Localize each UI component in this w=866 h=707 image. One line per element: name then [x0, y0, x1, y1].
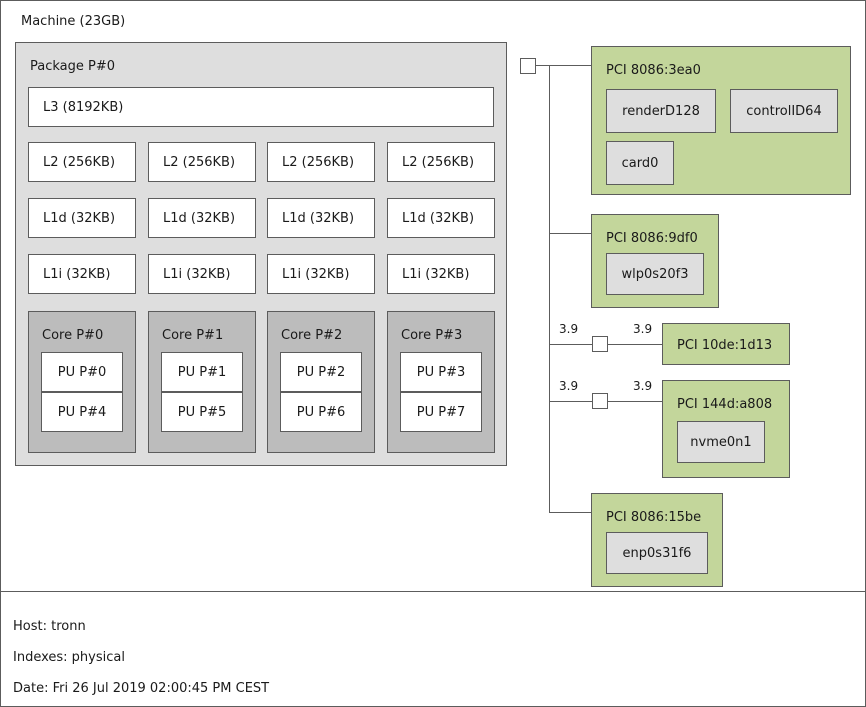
- pu-label-0-1: PU P#4: [57, 404, 107, 420]
- pu-label-0-0: PU P#0: [57, 364, 107, 380]
- core-label-0: Core P#0: [42, 328, 104, 343]
- footer-indexes: Indexes: physical: [13, 650, 125, 665]
- cache-l3-label: L3 (8192KB): [43, 99, 124, 115]
- pu-box-1-0[interactable]: PU P#1: [161, 352, 243, 392]
- cache-l2-label-3: L2 (256KB): [402, 154, 475, 170]
- pu-label-1-0: PU P#1: [177, 364, 227, 380]
- pci-branch-line-2b: [608, 344, 662, 345]
- cache-l2-box-2[interactable]: L2 (256KB): [267, 142, 375, 182]
- core-label-1: Core P#1: [162, 328, 224, 343]
- cache-l1i-box-1[interactable]: L1i (32KB): [148, 254, 256, 294]
- cache-l1d-label-3: L1d (32KB): [402, 210, 475, 226]
- pu-box-3-1[interactable]: PU P#7: [400, 392, 482, 432]
- core-label-3: Core P#3: [401, 328, 463, 343]
- pci-branch-line-3b: [608, 401, 662, 402]
- pci-link-bandwidth-right-3: 3.9: [633, 379, 653, 393]
- cache-l1d-box-1[interactable]: L1d (32KB): [148, 198, 256, 238]
- cache-l1i-box-3[interactable]: L1i (32KB): [387, 254, 495, 294]
- footer-divider: [1, 591, 865, 592]
- pci-branch-line-1: [549, 233, 591, 234]
- osdev-box-4-0[interactable]: enp0s31f6: [606, 532, 708, 574]
- cache-l2-box-1[interactable]: L2 (256KB): [148, 142, 256, 182]
- pu-label-3-0: PU P#3: [416, 364, 466, 380]
- cache-l1d-label-0: L1d (32KB): [43, 210, 116, 226]
- osdev-box-0-0[interactable]: renderD128: [606, 89, 716, 133]
- footer-date: Date: Fri 26 Jul 2019 02:00:45 PM CEST: [13, 681, 270, 696]
- pci-branch-line-4: [549, 512, 591, 513]
- cache-l2-label-0: L2 (256KB): [43, 154, 116, 170]
- pci-root-stub-line: [536, 65, 550, 66]
- cache-l1d-box-0[interactable]: L1d (32KB): [28, 198, 136, 238]
- cache-l1i-box-2[interactable]: L1i (32KB): [267, 254, 375, 294]
- osdev-box-0-2[interactable]: card0: [606, 141, 674, 185]
- osdev-label-0-0: renderD128: [622, 103, 700, 119]
- cache-l1i-label-0: L1i (32KB): [43, 266, 111, 282]
- cache-l2-label-2: L2 (256KB): [282, 154, 355, 170]
- pu-box-0-1[interactable]: PU P#4: [41, 392, 123, 432]
- pu-label-1-1: PU P#5: [177, 404, 227, 420]
- pci-device-label-0: PCI 8086:3ea0: [606, 63, 701, 78]
- pu-label-3-1: PU P#7: [416, 404, 466, 420]
- pci-device-label-1: PCI 8086:9df0: [606, 231, 698, 246]
- pu-box-0-0[interactable]: PU P#0: [41, 352, 123, 392]
- pu-label-2-0: PU P#2: [296, 364, 346, 380]
- cache-l1d-box-3[interactable]: L1d (32KB): [387, 198, 495, 238]
- osdev-label-4-0: enp0s31f6: [622, 545, 692, 561]
- pu-box-3-0[interactable]: PU P#3: [400, 352, 482, 392]
- core-label-2: Core P#2: [281, 328, 343, 343]
- pci-device-label-4: PCI 8086:15be: [606, 510, 702, 525]
- pu-box-2-1[interactable]: PU P#6: [280, 392, 362, 432]
- pu-box-1-1[interactable]: PU P#5: [161, 392, 243, 432]
- cache-l1d-label-2: L1d (32KB): [282, 210, 355, 226]
- pci-link-bandwidth-right-2: 3.9: [633, 322, 653, 336]
- cache-l1i-label-2: L1i (32KB): [282, 266, 350, 282]
- osdev-box-0-1[interactable]: controlID64: [730, 89, 838, 133]
- osdev-label-1-0: wlp0s20f3: [621, 266, 689, 282]
- pu-label-2-1: PU P#6: [296, 404, 346, 420]
- osdev-box-3-0[interactable]: nvme0n1: [677, 421, 765, 463]
- cache-l1d-label-1: L1d (32KB): [163, 210, 236, 226]
- pci-link-bandwidth-left-3: 3.9: [559, 379, 579, 393]
- osdev-label-3-0: nvme0n1: [690, 434, 752, 450]
- cache-l1i-label-3: L1i (32KB): [402, 266, 470, 282]
- pci-device-label-3: PCI 144d:a808: [677, 397, 773, 412]
- pci-device-label-2: PCI 10de:1d13: [677, 338, 773, 353]
- package-label: Package P#0: [30, 59, 116, 74]
- cache-l3-box[interactable]: L3 (8192KB): [28, 87, 494, 127]
- osdev-box-1-0[interactable]: wlp0s20f3: [606, 253, 704, 295]
- pci-link-bandwidth-left-2: 3.9: [559, 322, 579, 336]
- cache-l1i-box-0[interactable]: L1i (32KB): [28, 254, 136, 294]
- cache-l2-label-1: L2 (256KB): [163, 154, 236, 170]
- pci-branch-line-2: [549, 344, 592, 345]
- cache-l2-box-0[interactable]: L2 (256KB): [28, 142, 136, 182]
- cache-l1d-box-2[interactable]: L1d (32KB): [267, 198, 375, 238]
- osdev-label-0-1: controlID64: [746, 103, 822, 119]
- pci-link-knob-2[interactable]: [592, 336, 608, 352]
- osdev-label-0-2: card0: [621, 155, 659, 171]
- pu-box-2-0[interactable]: PU P#2: [280, 352, 362, 392]
- cache-l2-box-3[interactable]: L2 (256KB): [387, 142, 495, 182]
- machine-label: Machine (23GB): [21, 14, 126, 29]
- pci-trunk-line: [549, 65, 550, 513]
- pci-branch-line-0: [549, 65, 591, 66]
- pci-root-knob[interactable]: [520, 58, 536, 74]
- pci-branch-line-3: [549, 401, 592, 402]
- pci-link-knob-3[interactable]: [592, 393, 608, 409]
- pci-device-box-2[interactable]: PCI 10de:1d13: [662, 323, 790, 365]
- cache-l1i-label-1: L1i (32KB): [163, 266, 231, 282]
- footer-host: Host: tronn: [13, 619, 86, 634]
